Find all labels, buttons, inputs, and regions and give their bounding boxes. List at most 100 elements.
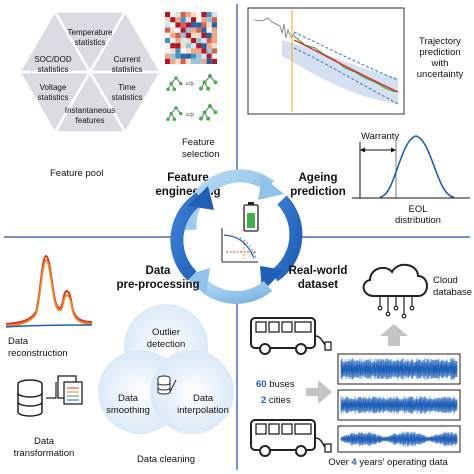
heatmap-cell: [196, 48, 202, 54]
heatmap-cell: [206, 38, 212, 44]
heatmap-cell: [196, 22, 202, 28]
data-cleaning-label: Data cleaning: [137, 454, 195, 465]
heatmap-cell: [206, 48, 212, 54]
heatmap-cell: [165, 12, 171, 18]
heatmap-cell: [185, 22, 191, 28]
bus-count: 60 buses: [256, 379, 295, 390]
heatmap-cell: [180, 32, 186, 38]
tree-icon: [199, 74, 218, 91]
heatmap-cell: [201, 53, 207, 59]
heatmap-cell: [196, 58, 202, 64]
heatmap-cell: [196, 38, 202, 44]
heatmap-cell: [196, 17, 202, 23]
heatmap-cell: [185, 32, 191, 38]
heatmap-cell: [206, 17, 212, 23]
heatmap-cell: [201, 38, 207, 44]
heatmap-cell: [175, 12, 181, 18]
heatmap-cell: [180, 43, 186, 49]
arrow-icon: [46, 382, 57, 399]
heatmap-cell: [201, 58, 207, 64]
heatmap-cell: [185, 58, 191, 64]
heatmap-cell: [165, 22, 171, 28]
quadrant-dividers: [4, 4, 470, 470]
battery-icon: [243, 202, 259, 232]
tree-icon: [166, 76, 183, 91]
heatmap-cell: [180, 27, 186, 33]
heatmap-cell: [185, 17, 191, 23]
heatmap-cell: [185, 53, 191, 59]
heatmap-cell: [201, 32, 207, 38]
tree-diagrams: ⇨ ⇨: [166, 74, 218, 121]
heatmap-cell: [170, 43, 176, 49]
cycle-arrows: [170, 169, 303, 304]
heatmap-cell: [180, 48, 186, 54]
heatmap-cell: [170, 22, 176, 28]
heatmap-cell: [206, 27, 212, 33]
heatmap-cell: [211, 38, 217, 44]
heatmap-cell: [191, 43, 197, 49]
heatmap-cell: [206, 32, 212, 38]
heatmap-cell: [165, 17, 171, 23]
correlation-heatmap: [165, 12, 217, 64]
heatmap-cell: [206, 12, 212, 18]
heatmap-cell: [165, 58, 171, 64]
heatmap-cell: [201, 17, 207, 23]
heatmap-cell: [175, 27, 181, 33]
heatmap-cell: [165, 27, 171, 33]
warranty-label: Warranty: [361, 131, 399, 142]
heatmap-cell: [165, 43, 171, 49]
heatmap-cell: [170, 32, 176, 38]
heatmap-cell: [201, 12, 207, 18]
heatmap-cell: [211, 32, 217, 38]
eol-distribution-plot: Warranty: [352, 131, 470, 199]
heatmap-cell: [201, 43, 207, 49]
heatmap-cell: [211, 17, 217, 23]
tree-icon: [199, 104, 218, 121]
database-icon: [157, 375, 177, 395]
heatmap-cell: [201, 22, 207, 28]
heatmap-cell: [196, 32, 202, 38]
heatmap-cell: [191, 12, 197, 18]
heatmap-cell: [196, 27, 202, 33]
heatmap-cell: [191, 17, 197, 23]
heatmap-cell: [196, 12, 202, 18]
heatmap-cell: [191, 48, 197, 54]
arrow-icon: ⇨: [186, 79, 194, 90]
heatmap-cell: [175, 32, 181, 38]
heatmap-cell: [191, 38, 197, 44]
heatmap-cell: [165, 32, 171, 38]
right-arrow-icon: [306, 380, 332, 404]
bus-icon: [250, 317, 332, 355]
heatmap-cell: [175, 43, 181, 49]
document-icon: [57, 375, 83, 405]
heatmap-cell: [180, 53, 186, 59]
heatmap-cell: [206, 22, 212, 28]
heatmap-cell: [165, 48, 171, 54]
city-count: 2 cities: [261, 395, 291, 406]
heatmap-cell: [170, 48, 176, 54]
heatmap-cell: [165, 38, 171, 44]
heatmap-cell: [191, 32, 197, 38]
heatmap-cell: [191, 27, 197, 33]
heatmap-cell: [211, 53, 217, 59]
